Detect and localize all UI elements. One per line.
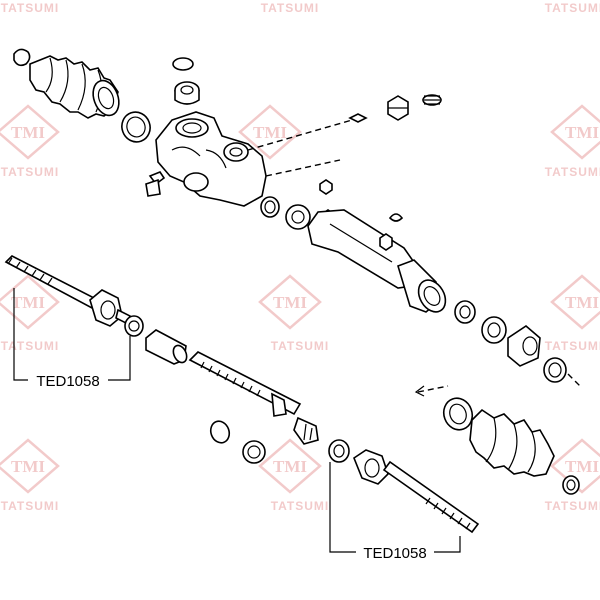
tie-rod-right	[353, 449, 480, 534]
tatsumi-watermark-text: TATSUMI	[545, 339, 600, 353]
bushing-ring	[481, 316, 507, 344]
boot-clamp-ring	[121, 111, 151, 143]
tmi-watermark-logo: TMI	[0, 274, 60, 330]
rack-guide-cap	[387, 95, 409, 121]
tatsumi-watermark-text: TATSUMI	[261, 1, 320, 15]
callout-leader-left-a	[13, 288, 28, 381]
svg-text:TMI: TMI	[11, 457, 45, 476]
svg-text:TMI: TMI	[565, 123, 599, 142]
tatsumi-watermark-text: TATSUMI	[1, 339, 60, 353]
tmi-watermark-logo: TMI	[0, 104, 60, 160]
tatsumi-watermark-text: TATSUMI	[271, 499, 330, 513]
svg-text:TMI: TMI	[565, 293, 599, 312]
left-bellows-boot	[29, 55, 120, 119]
gear-housing	[155, 111, 267, 207]
tie-rod-left-lock-washer	[124, 315, 144, 337]
piston-ring-2	[242, 440, 266, 464]
callout-leader-right-b	[434, 536, 461, 553]
part-callout-left: TED1058	[36, 373, 99, 390]
pinion-bearing	[174, 81, 200, 105]
boot-clamp-small-right	[562, 475, 580, 495]
svg-text:TMI: TMI	[253, 123, 287, 142]
tatsumi-watermark-text: TATSUMI	[271, 339, 330, 353]
rack-seal	[454, 300, 476, 324]
tmi-watermark-logo: TMI	[0, 438, 60, 494]
tatsumi-watermark-text: TATSUMI	[1, 165, 60, 179]
assembly-guide-line	[247, 119, 353, 151]
rack-bushing	[507, 324, 541, 367]
watermark-layer: TMI TMI TMI TMI TMI TMI TMI TMI TMI TATSUMI TATSUM…	[0, 1, 600, 513]
piston-ring-1	[209, 420, 231, 444]
tatsumi-watermark-text: TATSUMI	[1, 1, 60, 15]
svg-text:TMI: TMI	[11, 293, 45, 312]
tatsumi-watermark-text: TATSUMI	[545, 165, 600, 179]
guide-arrow-left	[417, 385, 449, 393]
guide-arrow-right	[567, 373, 581, 387]
callout-leader-right-a	[329, 462, 356, 553]
small-nut	[319, 179, 333, 195]
o-ring-2	[285, 204, 311, 230]
tie-rod-left-ball-joint	[89, 289, 123, 327]
cylinder-end-cap	[397, 259, 447, 313]
svg-text:TMI: TMI	[565, 457, 599, 476]
tmi-watermark-logo: TMI	[238, 104, 302, 160]
mounting-bolt	[145, 171, 166, 197]
svg-text:TMI: TMI	[273, 293, 307, 312]
part-callout-right: TED1058	[363, 545, 426, 562]
tatsumi-watermark-text: TATSUMI	[545, 1, 600, 15]
steering-rack	[188, 351, 319, 445]
tmi-watermark-logo: TMI	[258, 438, 322, 494]
assembly-guide-line-2	[265, 159, 341, 177]
o-ring-1	[260, 196, 280, 218]
exploded-parts: TED1058 TED1058	[4, 48, 581, 562]
stopper-ring	[543, 357, 567, 383]
right-bellows-boot	[442, 397, 555, 477]
tatsumi-watermark-text: TATSUMI	[1, 499, 60, 513]
tmi-watermark-logo: TMI	[550, 274, 600, 330]
tatsumi-watermark-text: TATSUMI	[545, 499, 600, 513]
tie-rod-left	[4, 255, 131, 327]
tmi-watermark-logo: TMI	[258, 274, 322, 330]
svg-text:TMI: TMI	[273, 457, 307, 476]
pinion-oil-seal	[172, 57, 194, 71]
svg-text:TMI: TMI	[11, 123, 45, 142]
callout-leader-left-b	[108, 336, 131, 381]
tie-rod-right-lock-washer	[328, 439, 350, 463]
tie-rod-right-ball-joint	[353, 449, 389, 485]
boot-clamp-small	[13, 48, 31, 67]
tmi-watermark-logo: TMI	[550, 104, 600, 160]
tube-port-fitting	[388, 213, 404, 222]
housing-plug	[348, 113, 368, 123]
rack-guide-spring	[422, 94, 442, 106]
